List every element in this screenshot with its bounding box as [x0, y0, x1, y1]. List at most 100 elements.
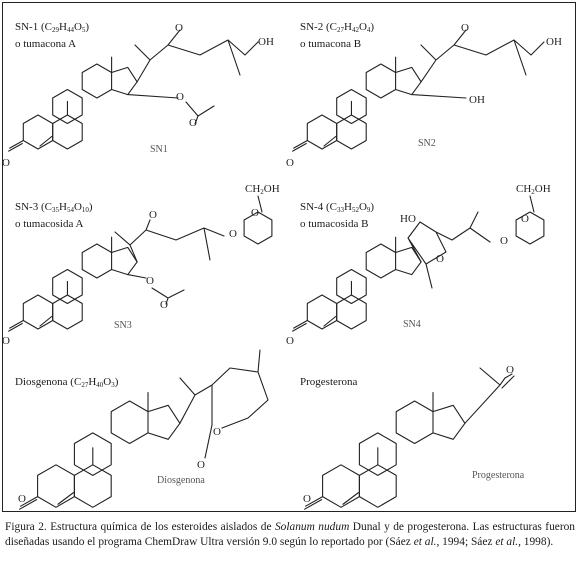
formula-c: C: [329, 201, 337, 213]
formula-h-count: 54: [66, 206, 74, 214]
sn4-ketone-double: [292, 322, 307, 332]
sn4-ring-b: [336, 294, 367, 330]
sn1-ring-a: [22, 114, 54, 150]
atoms-layer: O O O O O O O O O O OH OH OH HO O O O O …: [2, 22, 562, 505]
sn3-ring-c: [52, 268, 83, 305]
formula-h: H: [59, 21, 67, 33]
prog-ring-c2: [395, 400, 434, 445]
atom-o-sn4-ring: O: [521, 213, 529, 225]
formula-c-count: 33: [337, 206, 344, 214]
formula-o-count: 3: [111, 381, 115, 389]
formula-o: O: [358, 21, 367, 33]
atom-o-dios-spiro1: O: [213, 426, 221, 438]
struct-labels: SN1 SN2 SN3 SN4 Diosgenona Progesterona: [114, 138, 525, 486]
structures-canvas: O O O O O O O O O O OH OH OH HO O O O O …: [2, 22, 562, 510]
sn3-c4-c5-double: [39, 315, 53, 327]
atom-o-sn1-acetate-carbonyl: O: [189, 117, 197, 129]
label-sn4: SN-4 (C33H52O9) o tumacosida B: [300, 201, 375, 230]
dios-ketone-bond: [20, 496, 39, 507]
atom-o-sn1: O: [2, 157, 10, 169]
sn2-ring-d: [395, 66, 422, 96]
compound-code: Diosgenona: [15, 376, 68, 388]
struct-label-progesterona: Progesterona: [472, 470, 525, 481]
atom-oh-sn1: OH: [258, 36, 274, 48]
sn3-ring-c2: [81, 243, 113, 279]
prog-acetyl-double: [501, 375, 515, 389]
sn4-c4-c5-double: [323, 315, 337, 327]
compound-code: SN-4: [300, 201, 324, 213]
compound-name: o tumacosida B: [300, 218, 369, 230]
atom-oh-sn2-ring: OH: [469, 94, 485, 106]
formula-o: O: [358, 201, 367, 213]
atom-o-sn3-acetate-carbonyl: O: [160, 299, 168, 311]
prog-c4-c5-double: [342, 492, 359, 505]
formula-o-count: 4: [366, 26, 371, 34]
formula-o-count: 10: [81, 206, 89, 214]
formula-c-count: 35: [52, 206, 59, 214]
formula-h-count: 40: [96, 381, 104, 389]
atom-o-sn1-acetate: O: [176, 91, 184, 103]
sn2-ketone-double: [292, 142, 307, 152]
formula-o: O: [73, 21, 82, 33]
compound-code: SN-1: [15, 21, 39, 33]
sn1-ring-c2: [81, 63, 113, 99]
atom-o-sn1-chain: O: [175, 22, 183, 34]
bonds-layer: [8, 29, 545, 510]
dios-spiroketal: [179, 349, 269, 459]
formula-c-count: 27: [81, 381, 89, 389]
atom-o-sn4: O: [286, 335, 294, 347]
formula-c: C: [44, 21, 52, 33]
sn1-ring-c: [52, 88, 83, 125]
sn2-ring-c2: [365, 63, 397, 99]
formula-h-count: 42: [351, 26, 359, 34]
formula-o-count: 5: [81, 26, 86, 34]
atom-o-prog: O: [303, 493, 311, 505]
sn3-ketone-double: [8, 322, 23, 332]
struct-label-diosgenona: Diosgenona: [157, 475, 205, 486]
struct-label-sn2: SN2: [418, 138, 436, 149]
sn4-ring-c: [336, 268, 367, 305]
dios-ketone-double: [19, 499, 38, 510]
sn3-side-chain: [114, 219, 225, 263]
atom-ch2oh-sn3: CH2OH: [245, 183, 280, 196]
sn3-ring-a: [22, 294, 54, 330]
formula-h: H: [344, 21, 352, 33]
sn1-c4-c5-double: [39, 135, 53, 147]
compound-code: Progesterona: [300, 376, 358, 388]
label-sn2: SN-2 (C27H42O4) o tumacona B: [300, 21, 375, 50]
sn1-acetate: [127, 94, 215, 125]
figure-frame: [2, 2, 576, 512]
struct-label-sn3: SN3: [114, 320, 132, 331]
prog-ketone-bond: [305, 496, 324, 507]
sn4-side-chain: [407, 211, 491, 289]
atom-oh-sn2: OH: [546, 36, 562, 48]
label-diosgenona: Diosgenona (C27H40O3): [15, 376, 119, 389]
formula-h-count: 44: [66, 26, 74, 34]
compound-code: SN-2: [300, 21, 324, 33]
atom-o-sn3-acetate: O: [146, 275, 154, 287]
formula-h: H: [88, 376, 97, 388]
prog-ring-d: [432, 404, 466, 440]
dios-ring-c2: [110, 400, 149, 445]
prog-ring-b: [358, 464, 397, 508]
dios-ring-b: [73, 464, 112, 508]
label-sn1: SN-1 (C29H44O5) o tumacona A: [15, 21, 90, 50]
sn1-side-chain: [134, 29, 259, 83]
sn3-ch2oh-bond: [257, 195, 263, 213]
prog-ring-c: [358, 432, 397, 476]
sn1-ring-b: [52, 114, 83, 150]
sn4-ch2oh-bond: [529, 195, 535, 213]
figure-caption: Figura 2. Estructura química de los este…: [5, 521, 576, 548]
dios-c4-c5-double: [57, 492, 74, 505]
label-sn3: SN-3 (C35H54O10) o tumacosida A: [15, 201, 93, 230]
sn2-ketone-bond: [293, 139, 308, 149]
atom-ho-sn4: HO: [400, 213, 416, 225]
atom-ch2oh-sn4: CH2OH: [516, 183, 551, 196]
compound-name: o tumacona A: [15, 38, 77, 50]
formula-c-count: 29: [52, 26, 59, 34]
sn4-ring-a: [306, 294, 338, 330]
atom-o-sn3-chain: O: [149, 209, 157, 221]
sn4-sugar-ring: [515, 211, 545, 245]
sn2-c4-c5-double: [323, 135, 337, 147]
